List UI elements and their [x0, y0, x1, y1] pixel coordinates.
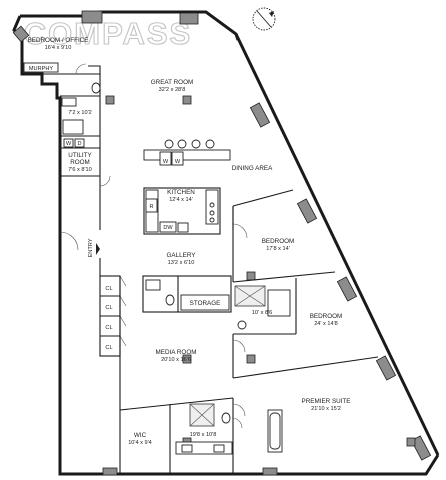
column — [246, 271, 256, 281]
door-swing — [75, 63, 87, 75]
stool — [164, 139, 174, 149]
murphy-bed — [23, 62, 59, 73]
column — [179, 12, 199, 25]
column — [81, 10, 103, 24]
dryer-label: D — [77, 141, 81, 147]
closet-label: CL — [105, 305, 112, 311]
sink — [181, 444, 193, 453]
toilet — [221, 412, 231, 424]
storage-label: STORAGE — [190, 300, 221, 307]
island-w1-label: W — [163, 159, 169, 165]
premier-suite-dim: 21'10 x 15'2 — [311, 406, 341, 412]
stool — [205, 139, 215, 149]
entry-arrow-icon — [96, 243, 100, 255]
sink — [177, 222, 189, 233]
sink — [61, 97, 77, 107]
bathtub — [62, 119, 84, 135]
toilet — [165, 294, 175, 306]
utility-dim: 7'6 x 8'10 — [68, 167, 92, 173]
bedroom-3: BEDROOM 24' x 14'8 — [232, 313, 379, 379]
burner — [209, 202, 215, 208]
column — [246, 354, 256, 364]
column — [182, 95, 192, 105]
murphy-label: MURPHY — [29, 66, 54, 72]
column — [296, 198, 318, 224]
toilet — [237, 320, 247, 330]
kitchen-r-label: R — [149, 204, 153, 210]
toilet — [91, 82, 101, 94]
bedroom-3-title: BEDROOM — [310, 313, 343, 320]
kitchen: R DW KITCHEN 12'4 x 14' — [143, 187, 221, 235]
great-room-title: GREAT ROOM — [151, 79, 193, 86]
washer — [63, 138, 74, 148]
premier-suite-title: PREMIER SUITE — [302, 398, 351, 405]
powder-storage-block: STORAGE — [142, 275, 232, 313]
closet-label: CL — [105, 345, 112, 351]
stool — [177, 139, 187, 149]
kitchen-dim: 12'4 x 14' — [169, 197, 193, 203]
master-bath-dim: 19'8 x 10'8 — [190, 432, 217, 438]
door-swing — [99, 175, 111, 187]
closet-label: CL — [105, 286, 112, 292]
stool — [191, 139, 201, 149]
bath-utility-block: 7'2 x 10'2 W D UTILITY ROOM 7'6 x 8'10 — [60, 74, 111, 196]
column — [182, 354, 192, 364]
bedroom-office-dim: 16'4 x 9'10 — [45, 45, 72, 51]
column — [262, 467, 278, 476]
dining-area-title: DINING AREA — [232, 165, 273, 172]
wine-fridge — [159, 151, 172, 166]
bedroom-3-dim: 24' x 14'8 — [314, 321, 338, 327]
column — [105, 95, 115, 105]
entry-label: ENTRY — [88, 238, 94, 257]
north-arrow-icon — [252, 7, 276, 31]
kitchen-island: W W — [143, 139, 231, 166]
column — [336, 276, 358, 302]
bath-small-dim: 7'2 x 10'2 — [68, 110, 92, 116]
wic-dim: 10'4 x 9'4 — [128, 440, 152, 446]
bedroom-office-title: BEDROOM / OFFICE — [28, 37, 89, 44]
bedroom-2-title: BEDROOM — [262, 238, 295, 245]
media-room-dim: 20'10 x 16'6 — [161, 357, 191, 363]
bedroom-2-dim: 17'8 x 14' — [266, 246, 290, 252]
entry: ENTRY — [58, 231, 100, 258]
media-room-title: MEDIA ROOM — [156, 349, 197, 356]
column — [410, 435, 432, 461]
column — [249, 102, 271, 128]
washer-label: W — [66, 141, 72, 147]
bedroom-office: MURPHY BEDROOM / OFFICE 16'4 x 9'10 — [22, 37, 101, 75]
dishwasher — [159, 221, 177, 233]
wic-title: WIC — [134, 432, 147, 439]
master-bath: 19'8 x 10'8 — [175, 403, 243, 455]
kitchen-dw-label: DW — [163, 225, 173, 231]
column — [102, 467, 118, 476]
bedroom-2: BEDROOM 17'8 x 14' — [232, 189, 336, 283]
burner — [209, 210, 215, 216]
column — [406, 437, 416, 447]
walk-in-closet: WIC 10'4 x 9'4 — [119, 404, 171, 474]
utility-title-2: ROOM — [70, 159, 90, 166]
column — [12, 25, 30, 43]
compass-watermark: COMPASS — [24, 16, 192, 51]
burner — [209, 217, 215, 223]
utility-title-1: UTILITY — [68, 152, 92, 159]
bath-mid-dim: 10' x 8'6 — [252, 310, 273, 316]
kitchen-title: KITCHEN — [167, 189, 195, 196]
premier-suite: PREMIER SUITE 21'10 x 15'2 — [119, 397, 351, 474]
closets: CL CL CL CL — [99, 275, 127, 357]
dryer — [74, 138, 85, 148]
column — [375, 355, 397, 381]
sink — [213, 444, 225, 453]
wine-fridge — [171, 151, 184, 166]
gallery-title: GALLERY — [167, 252, 197, 259]
bath-mid: 10' x 8'6 — [233, 278, 297, 335]
gallery-dim: 13'2 x 6'10 — [168, 260, 195, 266]
exterior-walls — [12, 10, 440, 476]
great-room-dim: 32'2 x 28'8 — [159, 87, 186, 93]
refrigerator — [145, 198, 158, 213]
island-w2-label: W — [175, 159, 181, 165]
closet-label: CL — [105, 325, 112, 331]
sink — [145, 279, 161, 291]
